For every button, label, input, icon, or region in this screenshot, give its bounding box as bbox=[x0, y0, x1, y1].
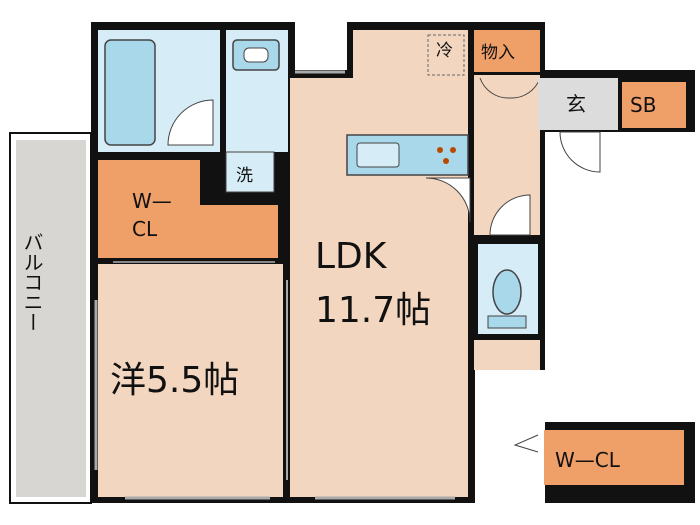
burner-icon bbox=[437, 147, 443, 153]
storage-floor bbox=[474, 30, 540, 72]
toilet-door-swing bbox=[489, 194, 531, 236]
closet-entry-door bbox=[513, 434, 539, 453]
kitchen-sink-icon bbox=[356, 142, 400, 168]
shoe-box-label: SB bbox=[630, 93, 656, 117]
western-room-floor bbox=[98, 264, 283, 497]
corridor-floor-lower bbox=[474, 340, 540, 370]
fridge-space bbox=[427, 34, 465, 76]
closet-entry-floor bbox=[544, 430, 684, 485]
ldk-size-label: 11.7帖 bbox=[315, 290, 431, 331]
laundry-label: 洗 bbox=[236, 166, 253, 186]
bathtub-icon bbox=[104, 39, 156, 146]
kitchen-counter bbox=[346, 134, 469, 176]
storage-label: 物入 bbox=[481, 43, 515, 63]
balcony-floor bbox=[16, 140, 86, 497]
shoe-box-floor bbox=[622, 82, 686, 128]
exterior-notch-top bbox=[295, 22, 347, 70]
closet-bedroom-label-line2: CL bbox=[132, 217, 158, 241]
ldk-name-label: LDK bbox=[315, 236, 388, 277]
genkan-floor bbox=[538, 78, 618, 130]
washer-space bbox=[225, 151, 275, 193]
bathroom-door-swing bbox=[167, 99, 214, 146]
genkan-label: 玄 bbox=[566, 92, 586, 116]
closet-bedroom-label-line1: W— bbox=[132, 189, 172, 213]
closet-entry-label: W—CL bbox=[555, 448, 621, 472]
burner-icon bbox=[450, 147, 456, 153]
exterior-notch-right bbox=[545, 132, 695, 422]
toilet-tank-icon bbox=[487, 315, 527, 329]
entrance-door-swing bbox=[559, 131, 601, 173]
closet-bedroom-floor bbox=[98, 160, 278, 258]
toilet-bowl-icon bbox=[492, 269, 522, 315]
balcony-label: バルコニー bbox=[20, 232, 44, 332]
basin-icon bbox=[243, 47, 269, 63]
burner-icon bbox=[443, 158, 449, 164]
fridge-label: 冷 bbox=[436, 41, 453, 61]
western-room-label: 洋5.5帖 bbox=[110, 360, 239, 401]
ldk-door-swing bbox=[425, 177, 471, 223]
exterior-notch-top-right bbox=[545, 22, 695, 70]
